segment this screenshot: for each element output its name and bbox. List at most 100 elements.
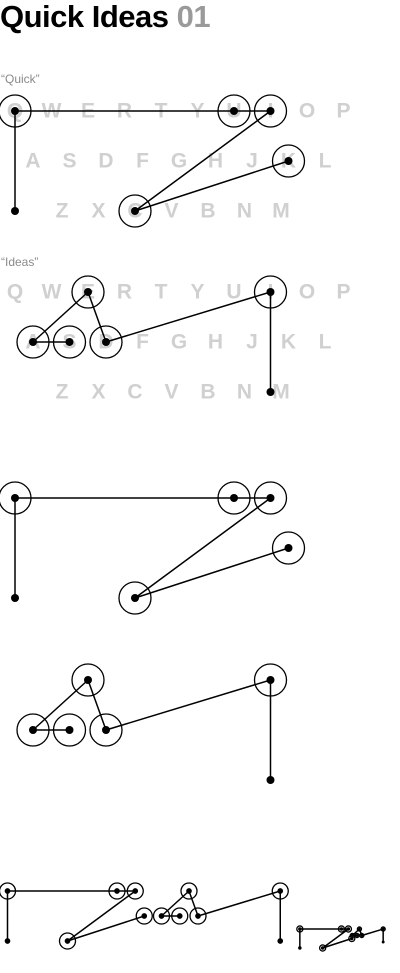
gesture-quick-tiny [296, 925, 356, 952]
page-title: Quick Ideas 01 [0, 0, 211, 34]
key-z: Z [56, 200, 69, 223]
path-dot [11, 494, 19, 502]
keyboard-ideas: QWERTYUIOPASDFGHJKLZXCVBNM [7, 281, 351, 404]
title-text: Quick Ideas [0, 0, 169, 34]
path-dot [284, 544, 293, 552]
path-dot [84, 288, 92, 296]
path-dot [320, 946, 325, 950]
key-ring [89, 713, 123, 747]
path-dot [102, 726, 110, 734]
path-dot [360, 934, 364, 937]
key-ring [253, 663, 288, 697]
path-dot [266, 776, 275, 784]
path-dot [29, 726, 37, 734]
key-y: Y [190, 281, 204, 304]
path-dot [266, 107, 275, 115]
gesture-ideas-small [152, 882, 289, 944]
key-ring [126, 882, 144, 900]
key-ring [89, 325, 123, 359]
key-x: X [91, 200, 105, 223]
key-ring [337, 925, 346, 933]
key-n: N [237, 200, 252, 223]
path-dot [381, 927, 385, 931]
key-ring [0, 882, 17, 900]
key-ring [0, 94, 32, 128]
key-ring [71, 275, 105, 309]
key-f: F [136, 150, 149, 173]
gesture-path [6, 890, 145, 942]
path-dot [266, 676, 275, 684]
path-dot [266, 288, 275, 296]
path-dot [346, 927, 351, 931]
path-dot [298, 927, 302, 931]
key-d: D [98, 150, 113, 173]
key-k: K [281, 331, 296, 354]
key-ring [359, 932, 365, 939]
path-dot [29, 338, 37, 346]
path-dot [11, 594, 19, 602]
key-ring [52, 713, 87, 747]
key-g: G [171, 331, 187, 354]
title-number: 01 [176, 0, 211, 34]
path-dot [230, 494, 238, 502]
path-dot [350, 934, 354, 937]
key-b: B [200, 200, 215, 223]
gesture-path [14, 497, 289, 599]
key-ring [271, 882, 289, 900]
caption-quick: “Quick” [1, 72, 40, 86]
key-ring [118, 581, 152, 615]
path-dot [230, 107, 238, 115]
key-ring [253, 94, 288, 128]
key-q: Q [7, 281, 23, 304]
gesture-quick-on-keys [0, 94, 306, 228]
gesture-quick [0, 481, 306, 615]
key-c: C [127, 381, 142, 404]
path-dot [277, 938, 284, 944]
key-ring [71, 663, 105, 697]
key-w: W [42, 281, 62, 304]
path-dot [11, 207, 19, 215]
path-dot [176, 913, 183, 919]
key-ring [52, 325, 87, 359]
key-p: P [336, 281, 350, 304]
gesture-path [299, 928, 353, 949]
key-a: A [25, 150, 40, 173]
key-z: Z [56, 381, 69, 404]
key-ring [152, 907, 171, 925]
key-o: O [299, 281, 315, 304]
path-dot [4, 938, 11, 944]
key-p: P [336, 100, 350, 123]
path-dot [84, 676, 92, 684]
key-v: V [164, 381, 178, 404]
key-ring [344, 925, 353, 933]
gesture-path [32, 291, 272, 392]
path-dot [131, 594, 139, 602]
gesture-ideas-on-keys [16, 275, 288, 396]
key-n: N [237, 381, 252, 404]
key-f: F [136, 331, 149, 354]
key-ring [271, 531, 306, 565]
key-ring [0, 481, 32, 515]
path-dot [141, 913, 148, 919]
key-l: L [319, 150, 332, 173]
path-dot [132, 888, 139, 894]
path-dot [339, 927, 344, 931]
gesture-ideas [16, 663, 288, 784]
key-ring [380, 926, 386, 932]
path-dot [131, 207, 139, 215]
key-u: U [226, 281, 241, 304]
path-dot [11, 107, 19, 115]
key-ring [118, 194, 152, 228]
path-dot [298, 946, 302, 950]
key-m: M [272, 200, 290, 223]
caption-ideas: “Ideas” [1, 255, 39, 269]
key-ring [58, 932, 77, 950]
path-dot [381, 940, 385, 944]
gesture-ideas-tiny [349, 926, 386, 944]
key-l: L [319, 331, 332, 354]
keyboard-quick: QWERTYUIOPASDFGHJKLZXCVBNM [7, 100, 351, 223]
key-ring [16, 713, 50, 747]
path-dot [357, 927, 361, 931]
path-dot [64, 938, 71, 944]
